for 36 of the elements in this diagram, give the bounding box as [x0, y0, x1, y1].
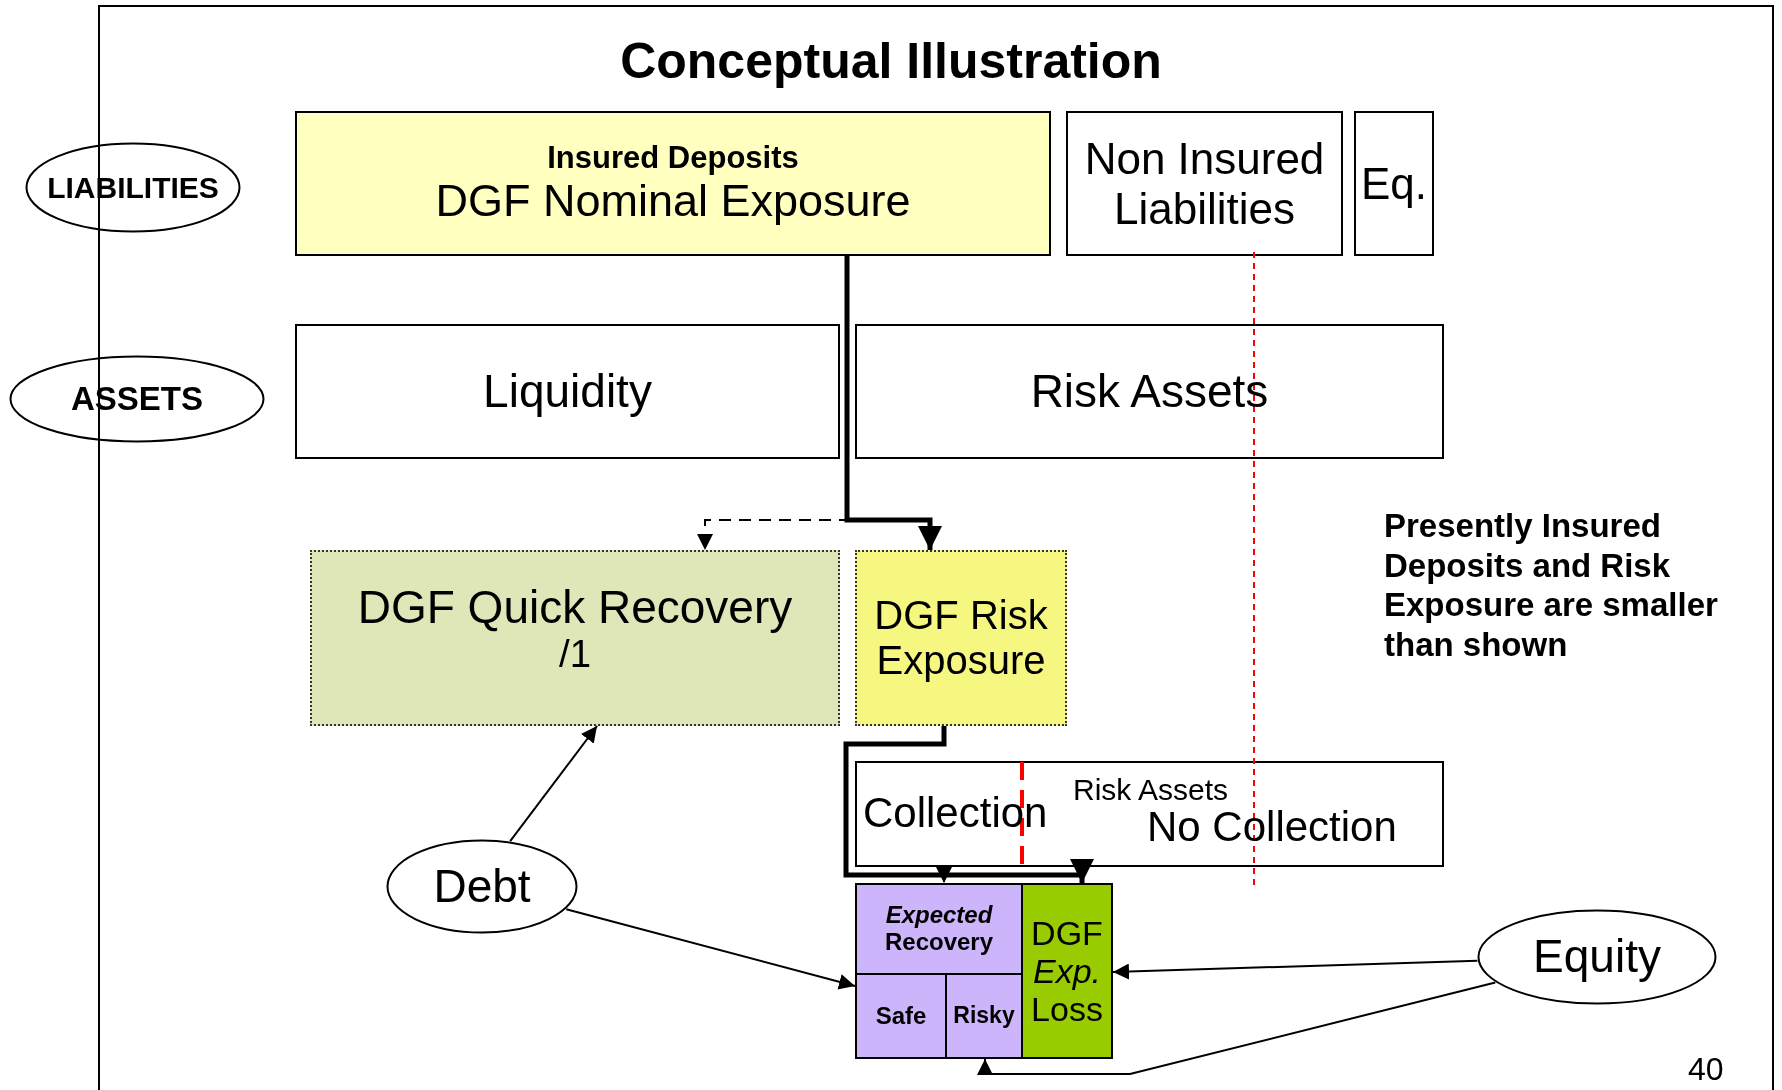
box-text: Non Insured Liabilities — [1083, 134, 1326, 233]
recovery-box — [945, 973, 1023, 1059]
box-text: Expected Recovery — [883, 902, 995, 956]
note-text: Presently Insured Deposits and Risk Exposure are smaller than shown — [1384, 506, 1719, 665]
box-heading: Insured Deposits — [547, 140, 799, 176]
exposure-box — [855, 550, 1067, 726]
page-number: 40 — [1688, 1050, 1725, 1089]
box-text: DGF Exp. Loss — [1030, 913, 1104, 1029]
loss-box — [1021, 883, 1113, 1059]
balance-box — [295, 111, 1051, 256]
arrow — [565, 908, 856, 990]
arrow — [845, 725, 952, 884]
box-text: DGF Risk Exposure — [873, 593, 1049, 683]
box-text: Eq. — [1360, 158, 1427, 209]
slide-title: Conceptual Illustration — [620, 33, 1162, 89]
box-text: Collection — [863, 789, 1048, 837]
recovery-box — [855, 973, 947, 1059]
arrow — [509, 725, 598, 843]
box-text: Safe — [875, 1002, 927, 1030]
arrow — [843, 726, 1094, 883]
collection-box — [855, 761, 1444, 867]
ellipse-text: Equity — [1533, 931, 1661, 983]
balance-box — [295, 324, 840, 459]
arrow — [1112, 959, 1479, 980]
balance-box — [1354, 111, 1434, 256]
box-text: Risk Assets — [1030, 365, 1269, 418]
arrow — [977, 981, 1497, 1075]
balance-box — [1066, 111, 1343, 256]
recovery-box — [310, 550, 840, 726]
balance-box — [855, 324, 1444, 459]
arrow — [844, 256, 942, 550]
box-text: Risky — [953, 1003, 1015, 1029]
box-text: DGF Nominal Exposure — [435, 175, 911, 227]
ellipse-text: Debt — [433, 860, 531, 913]
box-text: Liquidity — [483, 365, 652, 418]
recovery-box — [855, 883, 1023, 975]
